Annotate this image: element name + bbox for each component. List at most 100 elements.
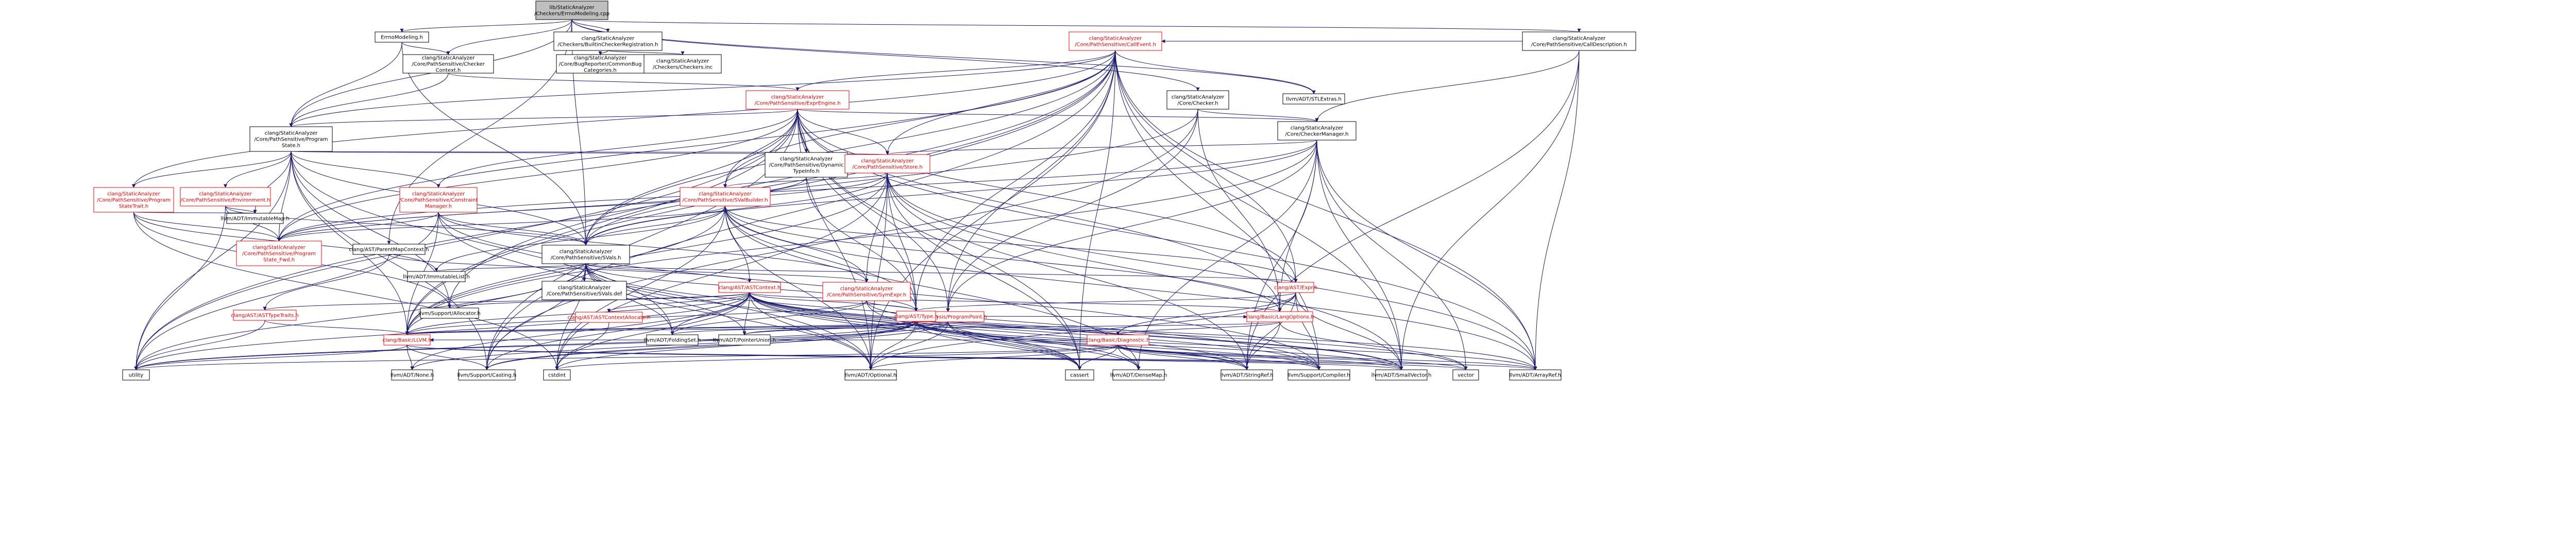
node-stlextras-box <box>1282 93 1345 105</box>
edge-store-to-cstdint <box>555 173 888 370</box>
edge-constraintmanager-to-svals <box>438 212 588 246</box>
edge-type-to-optional <box>869 321 917 370</box>
edge-callevent-to-casting <box>485 50 1116 370</box>
edge-exprengine-to-checkermanager <box>797 109 1318 122</box>
node-checkermanager-label-line-0: clang/StaticAnalyzer <box>1291 126 1344 131</box>
edge-programstate-to-store <box>291 150 888 155</box>
node-casting-box <box>458 369 516 381</box>
node-astcontext[interactable]: clang/AST/ASTContext.h <box>718 282 781 293</box>
node-llvm[interactable]: clang/Basic/LLVM.h <box>382 334 432 346</box>
node-langoptions-box <box>1246 311 1313 322</box>
node-svalbuilder-label-line-0: clang/StaticAnalyzer <box>699 192 752 197</box>
edge-callevent-to-compiler <box>1115 50 1321 370</box>
node-expr[interactable]: clang/AST/Expr.h <box>1274 282 1317 293</box>
node-asttypetraits-box <box>233 310 297 321</box>
edge-astcontext-to-cassert <box>749 292 1081 370</box>
node-type-label-line-0: clang/AST/Type.h <box>894 314 938 320</box>
node-environment-box <box>180 187 271 207</box>
node-vector-box <box>1452 369 1479 381</box>
edge-store-to-stringref <box>887 173 1249 370</box>
node-symexpr[interactable]: clang/StaticAnalyzer/Core/PathSensitive/… <box>822 282 911 301</box>
node-diagnostic[interactable]: clang/Basic/Diagnostic.h <box>1087 334 1150 346</box>
node-allocator: llvm/Support/Allocator.h <box>418 307 481 319</box>
node-type[interactable]: clang/AST/Type.h <box>894 311 938 322</box>
node-compiler-box <box>1287 369 1350 381</box>
node-store[interactable]: clang/StaticAnalyzer/Core/PathSensitive/… <box>844 154 930 174</box>
edge-astcontext-to-casting <box>485 292 750 370</box>
node-llvm-label-line-0: clang/Basic/LLVM.h <box>382 338 431 344</box>
node-root-box <box>535 1 608 20</box>
node-langoptions[interactable]: clang/Basic/LangOptions.h <box>1246 311 1314 322</box>
node-svalbuilder-box <box>680 187 771 207</box>
node-allocator-label-line-0: llvm/Support/Allocator.h <box>418 311 480 317</box>
edge-llvm-to-none <box>406 345 414 370</box>
node-calldescription: clang/StaticAnalyzer/Core/PathSensitive/… <box>1522 31 1636 51</box>
node-callevent[interactable]: clang/StaticAnalyzer/Core/PathSensitive/… <box>1069 31 1162 51</box>
node-calldescription-box <box>1522 31 1636 51</box>
node-diagnostic-box <box>1087 334 1149 346</box>
node-optional-label-line-0: llvm/ADT/Optional.h <box>845 373 896 379</box>
edge-expr-to-compiler <box>1295 292 1321 370</box>
node-environment[interactable]: clang/StaticAnalyzer/Core/PathSensitive/… <box>180 187 271 207</box>
edge-svalbuilder-to-immutablelist <box>434 206 725 272</box>
node-immutablemap: llvm/ADT/ImmutableMap.h <box>221 213 290 224</box>
edge-diagnostic-to-utility <box>134 345 1118 370</box>
edge-diagnostic-to-densemap <box>1117 345 1141 370</box>
node-checkersinc: clang/StaticAnalyzer/Checkers/Checkers.i… <box>643 54 722 74</box>
node-symexpr-box <box>822 282 911 301</box>
node-svalbuilder[interactable]: clang/StaticAnalyzer/Core/PathSensitive/… <box>680 187 771 207</box>
node-builtinreg-label-line-1: /Checkers/BuiltinCheckerRegistration.h <box>558 42 658 48</box>
node-checkersinc-box <box>643 54 722 74</box>
edge-checkermanager-to-vector <box>1316 140 1468 370</box>
node-exprengine[interactable]: clang/StaticAnalyzer/Core/PathSensitive/… <box>745 90 850 110</box>
node-environment-label-line-0: clang/StaticAnalyzer <box>199 192 252 197</box>
edge-callevent-to-type <box>914 50 1116 312</box>
edge-astcontext-to-langoptions <box>749 292 1282 312</box>
edge-expr-to-optional <box>869 292 1296 370</box>
node-allocator-box <box>420 307 479 319</box>
node-svalsdef: clang/StaticAnalyzer/Core/PathSensitive/… <box>541 281 627 300</box>
edge-svals-to-utility <box>134 263 586 370</box>
node-statetrait[interactable]: clang/StaticAnalyzer/Core/PathSensitive/… <box>93 187 174 213</box>
node-stringref: llvm/ADT/StringRef.h <box>1220 369 1274 381</box>
edge-calldescription-to-checkermanager <box>1315 50 1580 122</box>
edge-type-to-none <box>410 321 917 370</box>
edge-asttypetraits-to-llvm <box>264 320 409 335</box>
node-programstatefwd[interactable]: clang/StaticAnalyzer/Core/PathSensitive/… <box>236 241 322 266</box>
edge-exprengine-to-programstatefwd <box>277 109 798 242</box>
edge-checkermanager-to-llvm <box>405 140 1317 335</box>
node-store-box <box>844 154 930 174</box>
node-checkercontext: clang/StaticAnalyzer/Core/PathSensitive/… <box>402 54 494 74</box>
node-stringref-label-line-0: llvm/ADT/StringRef.h <box>1220 373 1273 379</box>
node-root-label-line-1: /Checkers/ErrnoModeling.cpp <box>534 11 609 17</box>
edge-checkermanager-to-programstatefwd <box>277 140 1317 242</box>
node-dynamictypeinfo: clang/StaticAnalyzer/Core/PathSensitive/… <box>765 152 848 178</box>
node-statetrait-label-line-0: clang/StaticAnalyzer <box>107 192 160 197</box>
node-astcontextallocate[interactable]: clang/AST/ASTContextAllocate.h <box>568 312 651 323</box>
edge-callevent-to-utility <box>134 50 1116 370</box>
edge-checker-to-programpoint <box>946 109 1198 312</box>
edge-programstate-to-constraintmanager <box>291 151 440 188</box>
node-statetrait-label-line-2: StateTrait.h <box>119 204 149 210</box>
node-foldingset-label-line-0: llvm/ADT/FoldingSet.h <box>644 338 701 344</box>
edge-type-to-casting <box>485 321 917 370</box>
node-constraintmanager[interactable]: clang/StaticAnalyzer/Core/PathSensitive/… <box>399 187 478 213</box>
node-immutablelist: llvm/ADT/ImmutableList.h <box>403 271 470 282</box>
edge-astcontextallocate-to-cstdint <box>555 322 609 370</box>
node-checkermanager-label-line-1: /Core/CheckerManager.h <box>1285 132 1349 138</box>
node-programstatefwd-box <box>236 241 322 266</box>
edge-callevent-to-allocator <box>448 50 1116 309</box>
edge-astcontext-to-vector <box>749 292 1468 370</box>
edge-astcontext-to-astcontextallocate <box>607 292 750 313</box>
edge-programpoint-to-densemap <box>947 321 1141 370</box>
node-svalsdef-label-line-1: /Core/PathSensitive/SVals.def <box>547 292 622 297</box>
edge-callevent-to-programpoint <box>946 50 1116 312</box>
edge-type-to-langoptions <box>935 315 1247 319</box>
node-smallvector: llvm/ADT/SmallVector.h <box>1371 369 1431 381</box>
edge-exprengine-to-type <box>797 109 918 312</box>
node-immutablemap-label-line-0: llvm/ADT/ImmutableMap.h <box>221 216 289 222</box>
edge-callevent-to-programstate <box>289 50 1116 127</box>
node-root-label-line-0: lib/StaticAnalyzer <box>549 5 595 11</box>
edge-svalbuilder-to-expr <box>725 206 1298 283</box>
node-asttypetraits[interactable]: clang/AST/ASTTypeTraits.h <box>231 310 299 321</box>
